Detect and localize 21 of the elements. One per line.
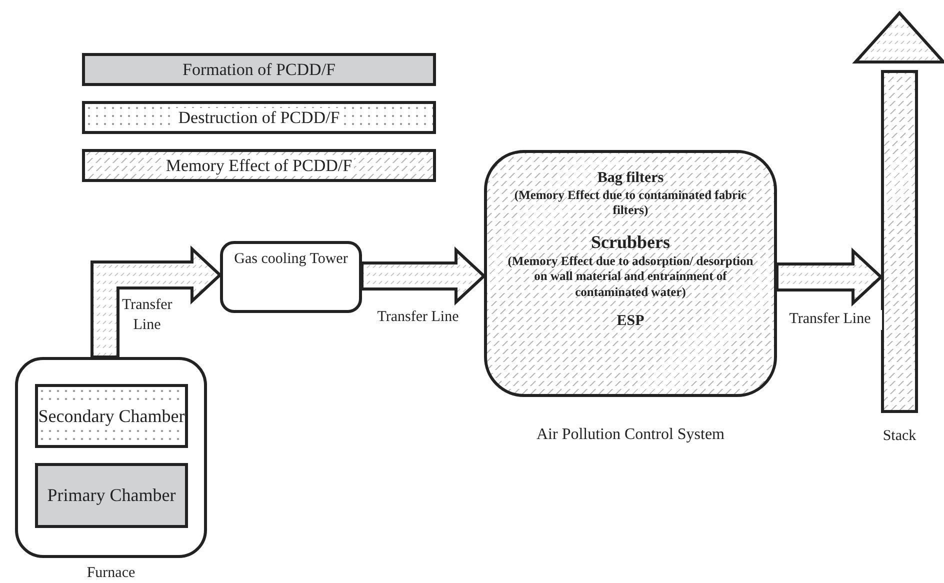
legend-label: Destruction of PCDD/F xyxy=(176,108,342,128)
node-label: (Memory Effect due to contaminated fabric filters) xyxy=(514,188,747,218)
chamber-box xyxy=(35,463,188,528)
legend-label: Memory Effect of PCDD/F xyxy=(164,156,354,176)
node-label: (Memory Effect due to adsorption/ desorption on wall material and entrainment of contaminated water) xyxy=(508,254,754,299)
exhaust-arrow xyxy=(852,10,944,64)
transfer-line-arrow xyxy=(90,246,222,358)
process-box xyxy=(220,241,362,313)
node-label: ESP xyxy=(616,313,644,330)
node-caption: Air Pollution Control System xyxy=(536,426,724,443)
node-label: Primary Chamber xyxy=(47,485,176,506)
transfer-line-arrow xyxy=(360,246,486,306)
node-label: Bag filters xyxy=(597,170,664,186)
chamber-box xyxy=(35,384,188,448)
transfer-line-arrow xyxy=(776,248,884,306)
legend-label: Formation of PCDD/F xyxy=(181,60,337,80)
node-caption: Furnace xyxy=(86,565,136,581)
node-label: Scrubbers xyxy=(590,232,670,252)
node-label: Gas cooling Tower xyxy=(234,251,348,267)
node-label: Secondary Chamber xyxy=(38,406,185,426)
node-caption: Stack xyxy=(882,428,916,444)
